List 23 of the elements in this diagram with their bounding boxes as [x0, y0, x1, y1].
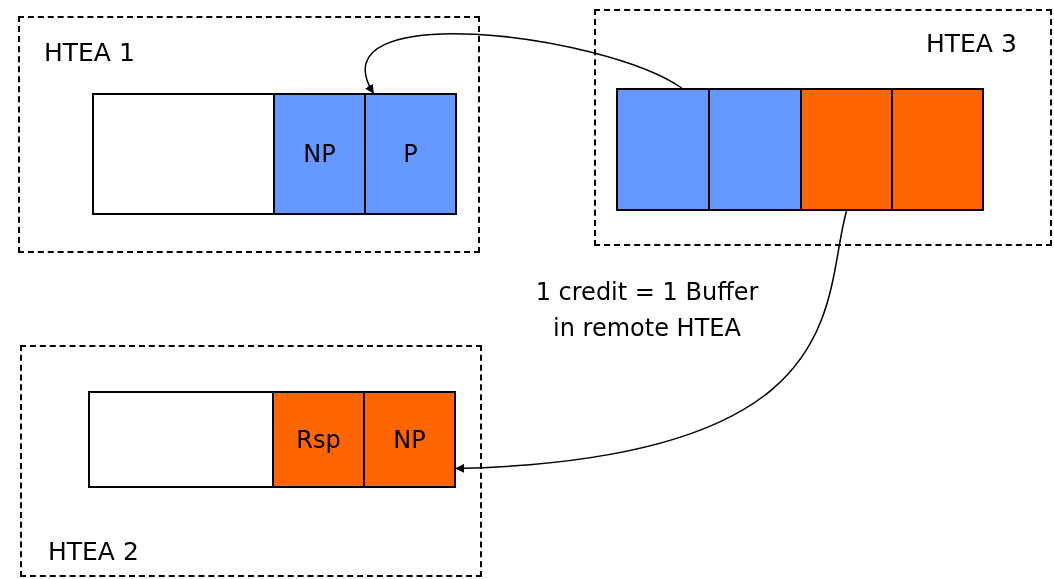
buffer-cell — [88, 391, 274, 488]
buffer-cell — [363, 391, 456, 488]
arrow — [455, 210, 848, 473]
note-text: 1 credit = 1 Buffer in remote HTEA — [534, 277, 760, 344]
group-title: HTEA 1 — [44, 38, 135, 67]
buffer-cell — [708, 88, 802, 211]
dashed-group-frame — [20, 345, 482, 577]
dashed-group-frame — [18, 16, 480, 253]
buffer-cell — [616, 88, 710, 211]
cell-label: P — [403, 140, 418, 168]
group-title: HTEA 3 — [926, 29, 1017, 58]
buffer-cell — [92, 93, 275, 215]
arrow — [364, 33, 683, 94]
cell-label: NP — [303, 140, 336, 168]
buffer-cell — [273, 93, 366, 215]
buffer-cell — [272, 391, 365, 488]
buffer-cell — [891, 88, 984, 211]
buffer-cell — [800, 88, 893, 211]
dashed-group-frame — [594, 9, 1052, 246]
group-title: HTEA 2 — [48, 537, 139, 566]
cell-label: NP — [393, 425, 426, 454]
buffer-cell — [364, 93, 457, 215]
cell-label: Rsp — [296, 425, 341, 454]
